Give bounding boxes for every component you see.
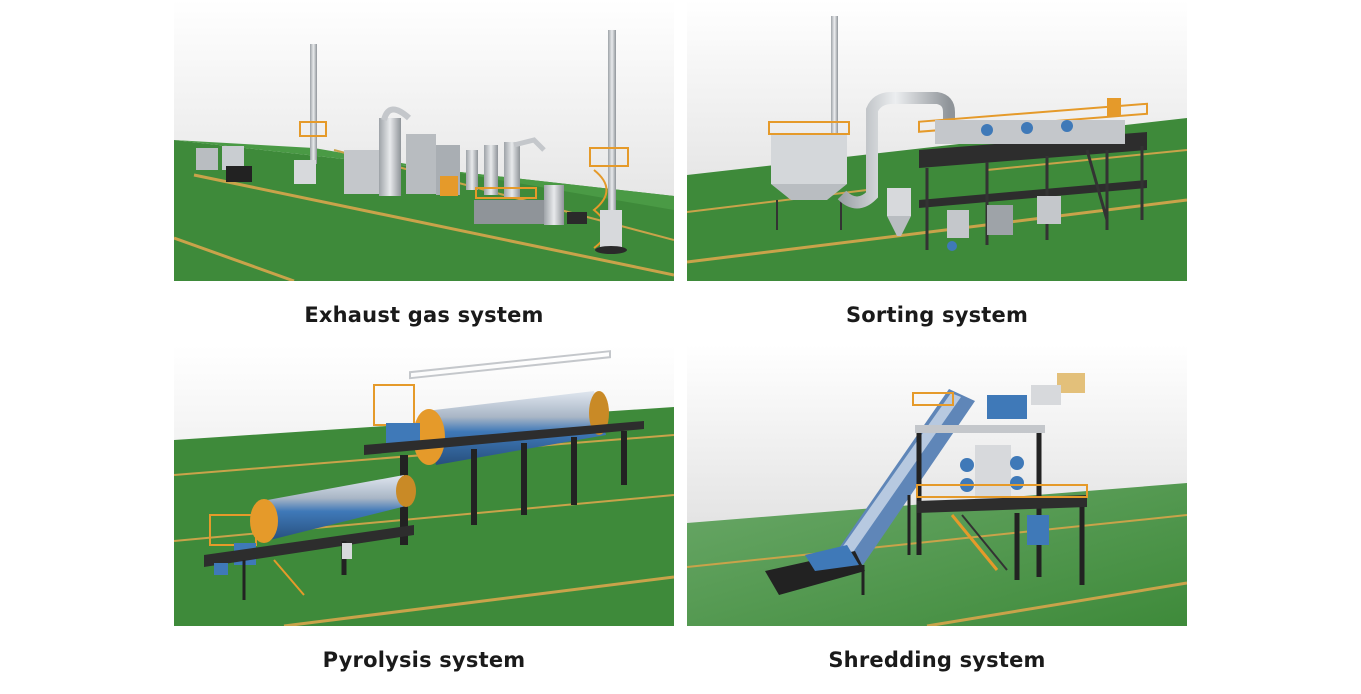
- pyrolysis-system-render: [174, 345, 674, 626]
- card-caption: Pyrolysis system: [322, 648, 526, 672]
- system-gallery: Exhaust gas system: [174, 0, 1187, 675]
- card-caption: Sorting system: [845, 303, 1029, 327]
- card-shredding[interactable]: Shredding system: [687, 345, 1187, 688]
- card-pyrolysis[interactable]: Pyrolysis system: [174, 345, 674, 688]
- card-caption: Shredding system: [828, 648, 1046, 672]
- card-exhaust-gas[interactable]: Exhaust gas system: [174, 0, 674, 343]
- shredding-system-render: [687, 345, 1187, 626]
- sorting-system-render: [687, 0, 1187, 281]
- exhaust-gas-system-render: [174, 0, 674, 281]
- card-sorting[interactable]: Sorting system: [687, 0, 1187, 343]
- card-caption: Exhaust gas system: [304, 303, 544, 327]
